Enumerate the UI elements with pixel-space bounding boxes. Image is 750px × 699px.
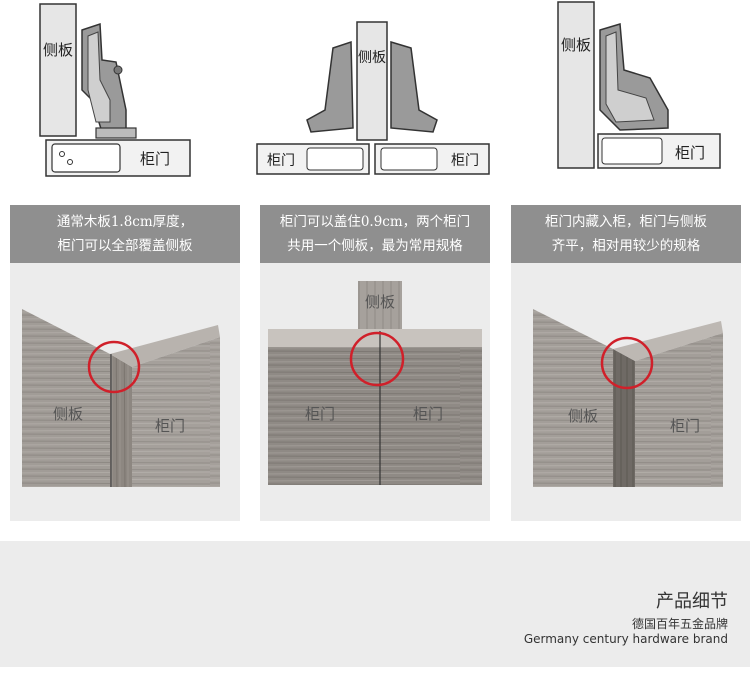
- hinge-diagram-row: 侧板 柜门 侧板 柜门 柜门 侧板: [0, 0, 750, 200]
- diagram-side-label: 侧板: [43, 41, 73, 59]
- diagram-door-label: 柜门: [140, 150, 170, 168]
- hinge-diagram-inset: 侧板 柜门: [550, 0, 730, 200]
- overlay-panel-full: 通常木板1.8cm厚度， 柜门可以全部覆盖侧板 侧板: [10, 205, 240, 521]
- section-title: 产品细节: [656, 591, 728, 612]
- brand-subtitle-cn: 德国百年五金品牌: [631, 617, 728, 631]
- diagram-door-left-label: 柜门: [267, 153, 295, 169]
- photo-door-label: 柜门: [670, 417, 700, 435]
- product-detail-banner: 产品细节 德国百年五金品牌 Germany century hardware b…: [0, 541, 750, 667]
- photo-door-right-label: 柜门: [413, 405, 443, 423]
- wood-corner-photo: 侧板 柜门: [10, 299, 240, 499]
- photo-door-label: 柜门: [155, 417, 185, 435]
- hinge-diagram-full-overlay: 侧板 柜门: [30, 0, 210, 200]
- panel-caption: 通常木板1.8cm厚度， 柜门可以全部覆盖侧板: [10, 205, 240, 263]
- photo-side-label: 侧板: [568, 407, 598, 425]
- overlay-panel-inset: 柜门内藏入柜，柜门与侧板 齐平，相对用较少的规格 侧板 柜门: [511, 205, 741, 521]
- diagram-side-label: 侧板: [561, 36, 591, 54]
- photo-side-label: 侧板: [365, 293, 395, 311]
- panel-caption: 柜门可以盖住0.9cm，两个柜门 共用一个侧板，最为常用规格: [260, 205, 490, 263]
- diagram-door-right-label: 柜门: [451, 153, 479, 169]
- brand-subtitle-en: Germany century hardware brand: [523, 632, 728, 646]
- diagram-side-label: 侧板: [358, 50, 386, 66]
- hinge-diagram-half-overlay: 侧板 柜门 柜门: [255, 0, 495, 200]
- wood-corner-photo: 侧板 柜门: [511, 299, 741, 499]
- wood-corner-photo: 侧板 柜门 柜门: [260, 279, 490, 485]
- photo-side-label: 侧板: [53, 405, 83, 423]
- panel-caption: 柜门内藏入柜，柜门与侧板 齐平，相对用较少的规格: [511, 205, 741, 263]
- diagram-door-label: 柜门: [675, 144, 705, 162]
- highlight-circle: [600, 336, 654, 390]
- overlay-panel-half: 柜门可以盖住0.9cm，两个柜门 共用一个侧板，最为常用规格 侧板 柜门: [260, 205, 490, 521]
- highlight-circle: [349, 331, 405, 387]
- highlight-circle: [87, 340, 141, 394]
- photo-door-left-label: 柜门: [305, 405, 335, 423]
